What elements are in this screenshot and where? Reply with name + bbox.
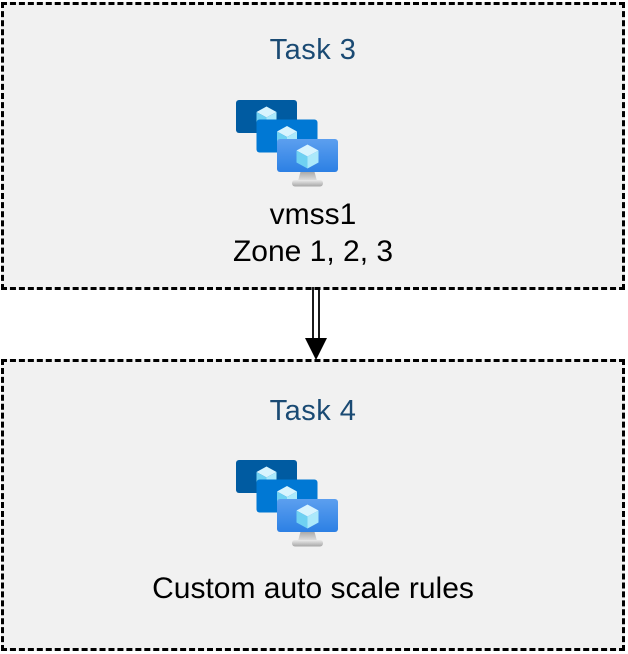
task3-vm-name: vmss1 (269, 198, 357, 231)
task3-box: Task 3 (1, 2, 625, 290)
vm-scale-sets-icon (236, 100, 338, 187)
task3-zones-label: Zone 1, 2, 3 (232, 235, 394, 268)
monitor-stand (292, 170, 323, 187)
task4-label: Custom auto scale rules (152, 572, 474, 605)
monitor-stand (292, 530, 323, 547)
task3-title: Task 3 (269, 34, 357, 66)
cube-icon (296, 504, 319, 529)
task4-box: Task 4 (1, 359, 625, 651)
task4-title: Task 4 (269, 395, 357, 427)
flow-arrow-down-icon (305, 287, 327, 360)
cube-icon (296, 144, 319, 169)
vm-scale-sets-icon (236, 460, 338, 547)
